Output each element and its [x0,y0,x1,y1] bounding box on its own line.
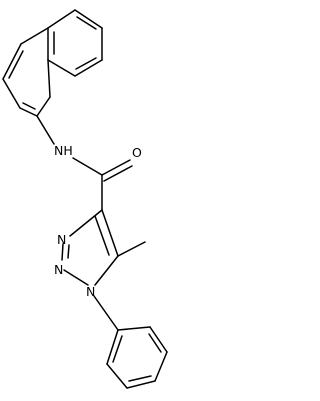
bond [2,78,21,109]
bond [117,326,151,331]
n3-label: N [57,232,66,247]
bond [106,329,119,365]
bond [74,59,103,77]
double-bond-inner [128,375,152,382]
bond-c4-c5-double [94,215,110,256]
bond-nh-c [72,157,103,176]
bond [126,380,156,389]
phenyl-ring [106,326,168,389]
n1-label: N [86,284,95,299]
double-bond-inner [75,57,97,70]
bond-n3-c4 [69,209,103,237]
n2-label: N [54,262,63,277]
bond [36,96,51,117]
bond [106,363,128,389]
bond-c5-methyl [117,241,146,257]
naphthalene-ring-a [47,9,103,77]
bond-c-o [101,159,131,176]
double-bond-inner [8,50,24,79]
bond [19,107,38,117]
bond-n2-n3-double [67,244,70,259]
bond [47,59,76,77]
bond-c4-c5 [101,209,119,257]
chemical-structure: NH O N N N [2,9,168,389]
nh-label: NH [54,143,73,158]
double-bond-inner [148,333,162,353]
triazole-ring [61,209,119,286]
double-bond-inner [22,102,36,110]
bond [2,43,22,80]
bond [20,27,49,45]
double-bond-inner [76,16,97,30]
naphthalene-ring-b [2,27,51,117]
bond [154,351,168,382]
bond [149,326,168,353]
bond [47,9,76,29]
bond-c-nh [36,115,55,145]
bond-n2-n3 [61,243,64,261]
bond-n1-phenyl [93,295,119,331]
oxygen-label: O [132,145,142,160]
bond-n1-n2 [63,269,89,286]
bond [74,9,103,29]
bond-c5-n1 [94,255,119,286]
bond-c-o-double [103,165,133,182]
double-bond-inner [112,335,123,363]
bond [47,59,51,98]
